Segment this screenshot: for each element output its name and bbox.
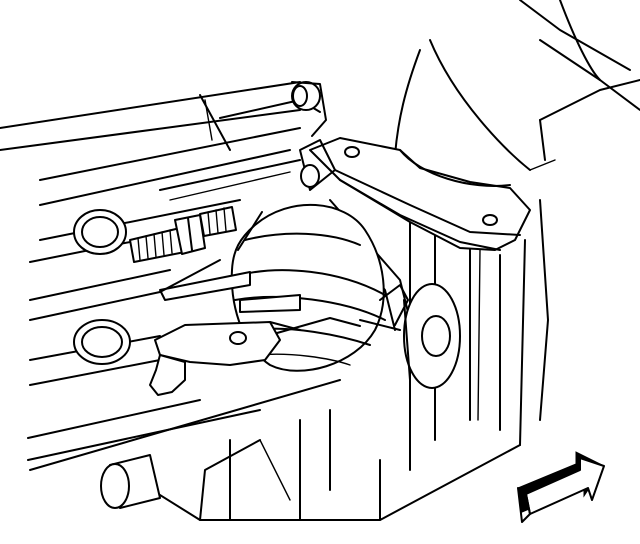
gasket-ring-upper [73, 209, 127, 255]
oil-pan-plug [100, 454, 161, 509]
mounting-bracket [149, 321, 301, 396]
stud [129, 206, 237, 263]
exhaust-pipe [394, 0, 640, 171]
round-plug [403, 283, 461, 389]
direction-arrow-icon [517, 451, 605, 523]
engine-block [0, 81, 549, 521]
exhaust-manifold-flange [299, 137, 531, 331]
gasket-ring-lower [73, 319, 131, 365]
